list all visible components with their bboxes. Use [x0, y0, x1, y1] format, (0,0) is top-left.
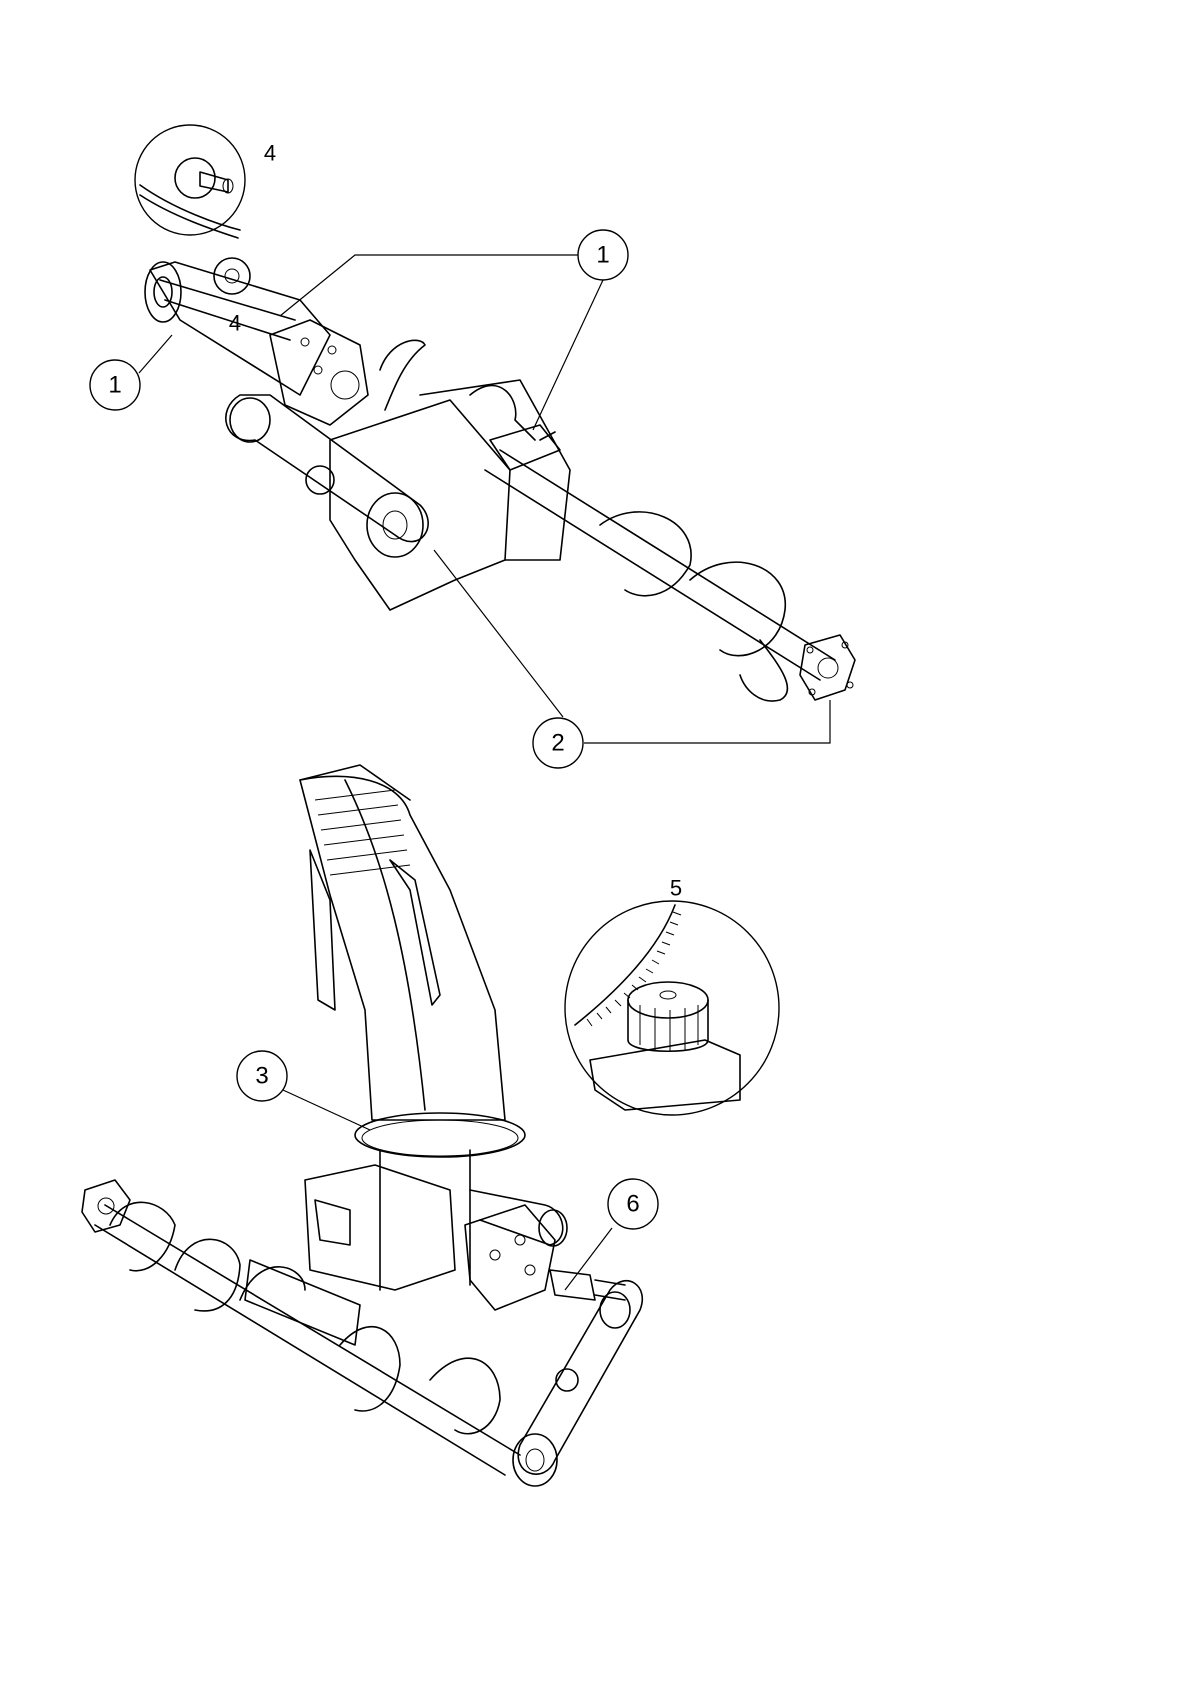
chute-center-seam	[345, 780, 425, 1110]
top-gearbox-bolt-1	[301, 338, 309, 346]
callout-1-left: 1	[90, 360, 140, 410]
callout-3-leader	[283, 1090, 370, 1130]
ring-gear-inner	[362, 1120, 518, 1156]
chute-body	[300, 776, 505, 1120]
top-end-bearing	[800, 635, 855, 700]
top-end-bearing-bolt-1	[807, 647, 813, 653]
chute-deflector-lines	[315, 790, 410, 875]
top-flight-2	[470, 385, 535, 440]
callout-2: 2	[533, 718, 583, 768]
callout-1-leader-b	[533, 280, 603, 430]
bottom-gearbox-bolt-3	[525, 1265, 535, 1275]
bottom-flight-2	[175, 1239, 240, 1311]
callout-3-label: 3	[255, 1063, 268, 1090]
detail-5: 5	[565, 876, 779, 1116]
callout-1-top-label: 1	[596, 242, 609, 269]
top-gearbox	[270, 320, 368, 425]
bottom-tensioner-sprocket	[556, 1369, 578, 1391]
top-trough-edge	[420, 380, 570, 560]
top-gearbox-port	[331, 371, 359, 399]
bottom-flight-1	[110, 1202, 175, 1270]
bottom-belt-lower-pulley	[513, 1434, 557, 1486]
detail-5-circle	[565, 901, 779, 1115]
top-gearbox-bolt-2	[328, 346, 336, 354]
bottom-gearbox-bolt-1	[490, 1250, 500, 1260]
chute-side-fin	[310, 850, 335, 1010]
top-flight-5	[740, 640, 787, 701]
bottom-flight-4	[340, 1327, 400, 1411]
bottom-auger-tube-upper	[105, 1205, 520, 1455]
callout-6-label: 6	[626, 1191, 639, 1218]
top-pulley-large	[367, 493, 423, 557]
callout-2-leader-a	[434, 550, 563, 717]
top-sprocket-hub	[225, 269, 239, 283]
bottom-flight-3	[240, 1267, 305, 1300]
top-gearbox-bolt-3	[314, 366, 322, 374]
callout-2-label: 2	[551, 730, 564, 757]
bottom-trough-plate	[245, 1260, 360, 1345]
top-auger-tube-upper	[500, 450, 835, 660]
top-auger-tube-lower	[485, 470, 820, 680]
drive-coupling	[550, 1270, 595, 1300]
callout-1-leader-c	[139, 335, 172, 373]
bottom-gearbox-bolt-2	[515, 1235, 525, 1245]
bottom-gearbox	[465, 1205, 555, 1310]
bottom-belt-loop	[518, 1281, 642, 1474]
callout-1-leader-a	[280, 255, 580, 316]
callout-1-left-label: 1	[108, 372, 121, 399]
top-flight-1	[380, 340, 425, 410]
callout-4-detail-label: 4	[264, 141, 276, 166]
callout-5-label: 5	[670, 876, 682, 901]
callout-4-inline-label: 4	[229, 311, 241, 336]
bottom-assembly	[82, 765, 642, 1486]
top-flight-3	[600, 512, 691, 596]
callout-1-top: 1	[578, 230, 628, 280]
callout-6: 6	[608, 1179, 658, 1229]
callout-6-leader	[565, 1228, 612, 1290]
bottom-belt-lower-hub	[526, 1449, 544, 1471]
top-end-bearing-bolt-3	[847, 682, 853, 688]
callout-2-leader-b	[584, 700, 830, 743]
bottom-bracket	[315, 1200, 350, 1245]
top-flight-4	[690, 562, 785, 656]
bottom-belt-upper-pulley	[600, 1292, 630, 1328]
detail-4: 4	[135, 125, 276, 238]
top-pulley-small	[230, 398, 270, 442]
callout-3: 3	[237, 1051, 287, 1101]
top-end-bearing-hub	[818, 658, 838, 678]
